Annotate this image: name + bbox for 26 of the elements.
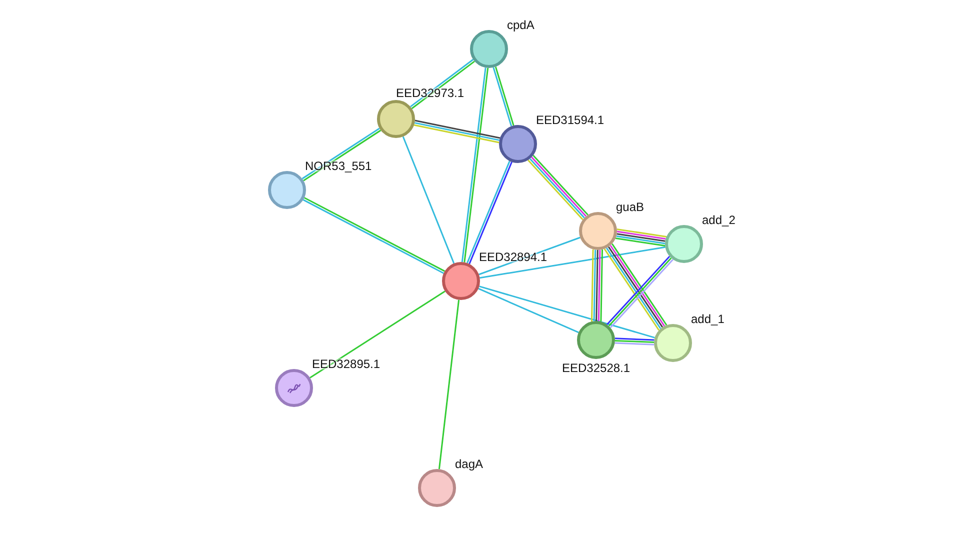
interaction-line	[614, 338, 654, 341]
interaction-line	[591, 249, 594, 322]
protein-label: EED31594.1	[536, 113, 604, 127]
interaction-line	[614, 342, 654, 346]
protein-label: cpdA	[507, 18, 534, 32]
interaction-line	[598, 250, 601, 322]
interaction-line	[614, 340, 654, 343]
interaction-line	[616, 228, 667, 238]
interaction-line	[478, 288, 579, 334]
interaction-line	[593, 250, 596, 322]
protein-label: EED32528.1	[562, 361, 630, 375]
protein-label: dagA	[455, 457, 484, 471]
interaction-line	[596, 250, 598, 322]
interaction-line	[402, 136, 455, 264]
interaction-line	[310, 290, 446, 378]
interaction-line	[616, 233, 666, 242]
interaction-line	[438, 300, 460, 470]
protein-label: add_1	[691, 312, 724, 326]
interaction-line	[600, 250, 603, 322]
protein-label: add_2	[702, 213, 736, 227]
interaction-line	[615, 238, 666, 247]
interaction-line	[616, 235, 666, 244]
interaction-line	[480, 246, 666, 279]
protein-label: guaB	[616, 200, 644, 214]
interaction-line	[616, 230, 666, 240]
interaction-line	[479, 286, 655, 338]
